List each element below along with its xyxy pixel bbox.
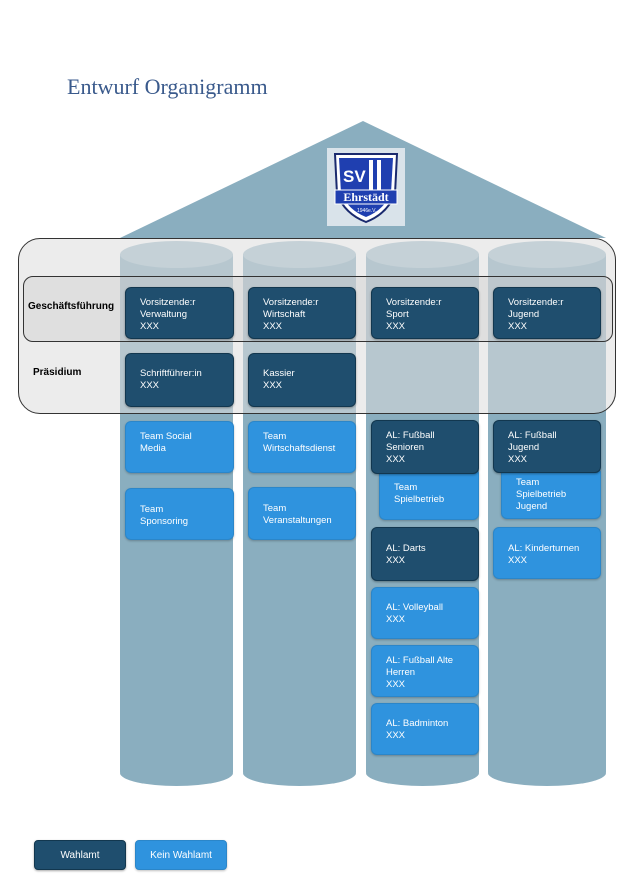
logo-main-text: SV bbox=[343, 167, 366, 186]
box-vorsitz-wirtschaft: Vorsitzende:r Wirtschaft XXX bbox=[248, 287, 356, 339]
box-al-fussball-senioren: AL: Fußball Senioren XXX bbox=[371, 420, 479, 474]
club-logo: SV Ehrstädt 1946 e.V. bbox=[327, 148, 405, 226]
box-team-sponsoring: Team Sponsoring bbox=[125, 488, 234, 540]
box-kassier: Kassier XXX bbox=[248, 353, 356, 407]
box-team-veranstaltungen: Team Veranstaltungen bbox=[248, 487, 356, 540]
column-base bbox=[366, 760, 479, 786]
legend-wahlamt: Wahlamt bbox=[34, 840, 126, 870]
page-title: Entwurf Organigramm bbox=[67, 74, 268, 99]
box-team-social-media: Team Social Media bbox=[125, 421, 234, 473]
logo-name-text: Ehrstädt bbox=[343, 190, 388, 204]
box-team-spielbetrieb-jugend: Team Spielbetrieb Jugend bbox=[501, 467, 601, 519]
geschaeftsfuehrung-label: Geschäftsführung bbox=[28, 301, 115, 312]
legend-kein-wahlamt: Kein Wahlamt bbox=[135, 840, 227, 870]
box-al-kinderturnen: AL: Kinderturnen XXX bbox=[493, 527, 601, 579]
box-al-fussball-jugend: AL: Fußball Jugend XXX bbox=[493, 420, 601, 473]
box-team-spielbetrieb: Team Spielbetrieb bbox=[379, 468, 479, 520]
box-team-wirtschaftsdienst: Team Wirtschaftsdienst bbox=[248, 421, 356, 473]
box-al-darts: AL: Darts XXX bbox=[371, 527, 479, 581]
column-base bbox=[488, 760, 606, 786]
column-base bbox=[243, 760, 356, 786]
box-schriftfuehrer: Schriftführer:in XXX bbox=[125, 353, 234, 407]
column-base bbox=[120, 760, 233, 786]
box-vorsitz-verwaltung: Vorsitzende:r Verwaltung XXX bbox=[125, 287, 234, 339]
logo-suffix-text: e.V. bbox=[368, 208, 376, 214]
logo-year-text: 1946 bbox=[357, 208, 368, 214]
box-al-volleyball: AL: Volleyball XXX bbox=[371, 587, 479, 639]
box-al-badminton: AL: Badminton XXX bbox=[371, 703, 479, 755]
box-vorsitz-jugend: Vorsitzende:r Jugend XXX bbox=[493, 287, 601, 339]
box-vorsitz-sport: Vorsitzende:r Sport XXX bbox=[371, 287, 479, 339]
praesidium-label: Präsidium bbox=[33, 367, 82, 378]
box-al-fussball-alte-herren: AL: Fußball Alte Herren XXX bbox=[371, 645, 479, 697]
